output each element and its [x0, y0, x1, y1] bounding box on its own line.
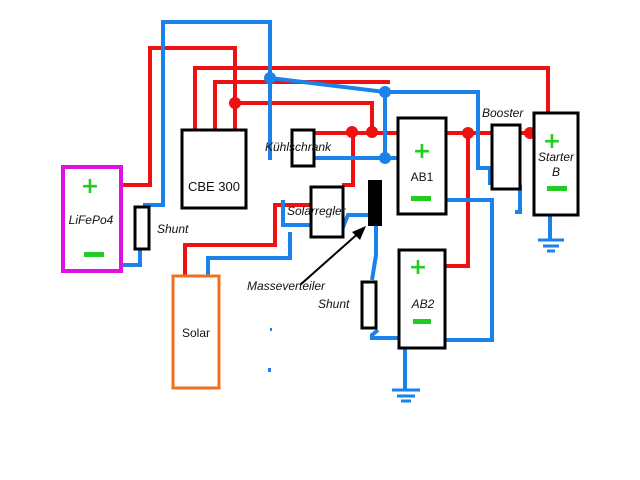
shunt-left-label: Shunt	[157, 222, 189, 236]
solar-panel: Solar	[171, 274, 221, 390]
blue-wire-solarregler-left	[281, 200, 315, 227]
blue-wire-lifepo4-shunt	[122, 250, 142, 267]
ab2-battery: + AB2	[397, 248, 447, 350]
stray-mark	[270, 328, 272, 331]
masseverteiler: Masseverteiler	[247, 180, 382, 293]
solarregler: Solarregler	[287, 185, 347, 239]
solarregler-label: Solarregler	[287, 204, 347, 218]
cbe300-box: CBE 300	[180, 128, 248, 210]
blue-wire-solar	[206, 232, 292, 275]
cbe300-label: CBE 300	[188, 179, 240, 194]
ab2-minus	[413, 319, 431, 324]
blue-wire-booster	[269, 76, 492, 185]
blue-wire-ab1-ab2	[440, 198, 494, 342]
red-wire-kuehlschrank-feed	[235, 101, 374, 132]
lifepo4-plus: +	[81, 174, 99, 199]
ab1-battery: + AB1	[396, 116, 448, 216]
ground-symbol-bottom	[392, 388, 420, 403]
ground-symbol-starter	[538, 238, 564, 253]
blue-wire-booster-down	[515, 185, 522, 214]
ab2-plus: +	[409, 255, 427, 280]
kuehlschrank: Kühlschrank	[265, 128, 332, 168]
red-wire-solar	[183, 203, 310, 275]
lifepo4-label: LiFePo4	[69, 213, 114, 227]
ab2-label: AB2	[411, 297, 435, 311]
kuehlschrank-label: Kühlschrank	[265, 140, 332, 154]
red-wire-solarregler	[342, 133, 355, 187]
starter-battery: + Starter B	[532, 111, 580, 217]
shunt-mid-label: Shunt	[318, 297, 350, 311]
starter-label-line1: Starter	[538, 150, 575, 164]
masseverteiler-label: Masseverteiler	[247, 279, 326, 293]
ab1-plus: +	[413, 139, 431, 164]
lifepo4-battery: + LiFePo4	[61, 165, 123, 273]
red-wire-lifepo4-cbe	[122, 46, 237, 187]
red-wire-ab2	[440, 133, 470, 268]
starter-label-line2: B	[552, 165, 560, 179]
ab1-minus	[411, 196, 431, 201]
booster-label: Booster	[482, 106, 524, 120]
shunt-mid: Shunt	[318, 280, 378, 330]
red-wire-main-bus	[193, 66, 550, 130]
solar-label: Solar	[182, 326, 210, 340]
blue-wire-shunt-mid	[370, 225, 378, 281]
blue-wire-shunt-top	[143, 20, 272, 207]
shunt-left: Shunt	[133, 205, 189, 251]
red-wire-cbe-top	[213, 80, 390, 130]
blue-wire-ab2	[370, 328, 400, 340]
ab1-label: AB1	[411, 170, 434, 184]
lifepo4-minus	[84, 252, 104, 257]
stray-mark	[268, 368, 271, 372]
starter-plus: +	[543, 129, 561, 154]
booster: Booster	[482, 106, 524, 191]
starter-minus	[547, 186, 567, 191]
